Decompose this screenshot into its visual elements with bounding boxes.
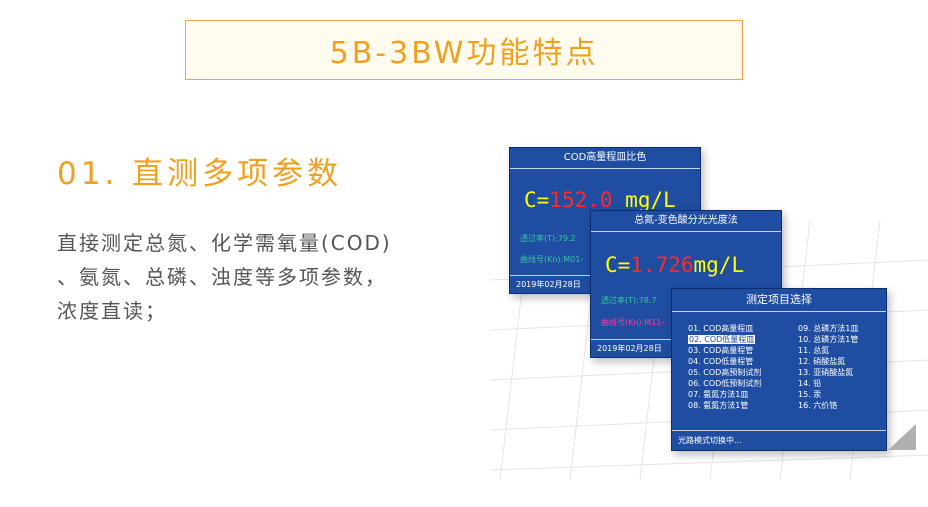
item-menu-col2: 09. 总磷方法1皿 10. 总磷方法1管 11. 总氮 12. 硝酸盐氮 13… [798,323,858,411]
menu-item[interactable]: 05. COD高预制试剂 [688,368,762,377]
menu-item[interactable]: 09. 总磷方法1皿 [798,324,859,333]
screen-header: 测定项目选择 [672,289,886,312]
page-curl-decoration [888,424,916,450]
description-line: 浓度直读； [57,299,167,323]
menu-item[interactable]: 04. COD低量程管 [688,357,754,366]
menu-item[interactable]: 10. 总磷方法1管 [798,335,859,344]
concentration-readout: C=1.726mg/L [605,253,744,277]
status-message: 光路模式切换中... [672,430,886,450]
menu-item[interactable]: 06. COD低预制试剂 [688,379,762,388]
concentration-value: 152.0 [549,188,613,212]
description: 直接测定总氮、化学需氧量(COD) 、氨氮、总磷、浊度等多项参数， 浓度直读； [57,226,477,328]
menu-item-selected[interactable]: 02. COD低量程皿 [688,335,756,344]
menu-item[interactable]: 11. 总氮 [798,346,830,355]
menu-item[interactable]: 08. 氨氮方法1管 [688,401,749,410]
menu-item[interactable]: 14. 铅 [798,379,822,388]
menu-item[interactable]: 07. 氨氮方法1皿 [688,390,749,399]
concentration-label: C= [605,253,631,277]
curve-readout: 曲线号(Kn):M11- [601,318,665,327]
concentration-unit: mg/L [625,188,676,212]
instrument-screen-item-select: 测定项目选择 01. COD高量程皿 02. COD低量程皿 03. COD高量… [671,288,887,451]
section-heading: 01. 直测多项参数 [57,156,343,192]
concentration-value: 1.726 [630,253,694,277]
menu-item[interactable]: 01. COD高量程皿 [688,324,754,333]
instrument-screen-total-nitrogen: 总氮-变色酸分光光度法 C=1.726mg/L 透过率(T):78.7 曲线号(… [590,210,782,358]
curve-readout: 曲线号(Kn):M01- [520,255,584,264]
concentration-unit: mg/L [693,253,745,277]
screen-header: COD高量程皿比色 [510,148,700,169]
menu-item[interactable]: 03. COD高量程管 [688,346,754,355]
item-menu-col1: 01. COD高量程皿 02. COD低量程皿 03. COD高量程管 04. … [688,323,761,411]
concentration-label: C= [524,188,550,212]
menu-item[interactable]: 16. 六价铬 [798,401,838,410]
menu-item[interactable]: 12. 硝酸盐氮 [798,357,846,366]
concentration-readout: C=152.0 mg/L [524,188,676,212]
title-banner: 5B-3BW功能特点 [185,20,743,80]
description-line: 、氨氮、总磷、浊度等多项参数， [57,265,387,289]
screen-header: 总氮-变色酸分光光度法 [591,211,781,232]
menu-item[interactable]: 13. 亚硝酸盐氮 [798,368,854,377]
transmittance-readout: 透过率(T):79.2 [520,234,576,243]
transmittance-readout: 透过率(T):78.7 [601,296,657,305]
page-title: 5B-3BW功能特点 [329,36,599,71]
menu-item[interactable]: 15. 汞 [798,390,822,399]
description-line: 直接测定总氮、化学需氧量(COD) [57,231,392,255]
